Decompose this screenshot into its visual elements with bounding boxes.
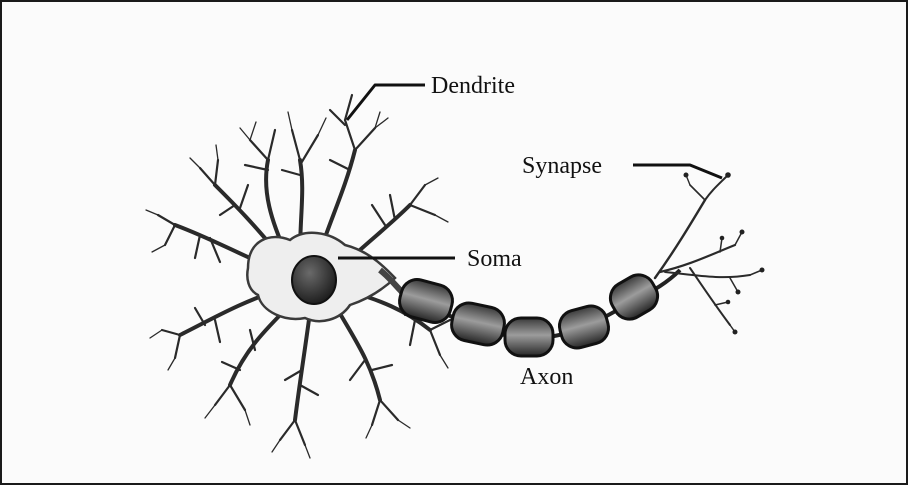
label-dendrite: Dendrite (431, 73, 515, 99)
label-axon: Axon (520, 364, 573, 390)
synaptic-boutons (684, 172, 765, 334)
dendrite-leader (347, 85, 425, 120)
nucleus (292, 256, 336, 304)
axon (396, 269, 680, 356)
label-soma: Soma (467, 246, 522, 272)
synapse-leader (633, 165, 722, 178)
label-synapse: Synapse (522, 153, 602, 179)
axon-terminals (655, 175, 762, 332)
